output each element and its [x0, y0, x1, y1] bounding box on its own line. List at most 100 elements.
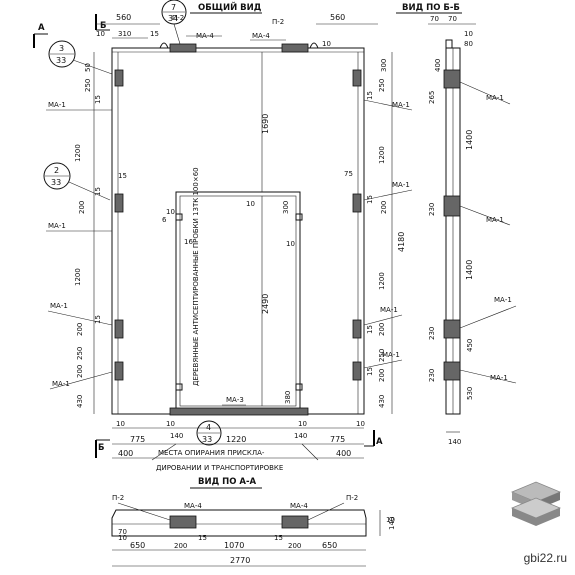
- svg-text:10: 10: [356, 420, 365, 428]
- svg-text:140: 140: [448, 438, 461, 446]
- svg-text:530: 530: [466, 387, 474, 400]
- wood-plugs: [175, 213, 303, 391]
- svg-text:А: А: [376, 437, 383, 447]
- svg-text:15: 15: [274, 534, 283, 542]
- svg-text:310: 310: [118, 30, 131, 38]
- svg-text:15: 15: [366, 325, 374, 334]
- svg-text:2: 2: [54, 166, 59, 175]
- callout-2-33: 2 33: [43, 162, 111, 201]
- svg-text:10: 10: [116, 420, 125, 428]
- support-note-2: ДИРОВАНИИ И ТРАНСПОРТИРОВКЕ: [156, 464, 283, 472]
- side-view: 70 70 10 80 400 265 1400 1400 230 450 53…: [428, 15, 517, 446]
- svg-text:2490: 2490: [261, 294, 270, 314]
- svg-text:70: 70: [448, 15, 457, 23]
- svg-text:250: 250: [84, 79, 92, 92]
- svg-text:75: 75: [344, 170, 353, 178]
- section-mark-b-bottom: Б: [95, 439, 110, 458]
- svg-text:МА-1: МА-1: [50, 302, 68, 310]
- svg-text:15: 15: [366, 367, 374, 376]
- top-embedded-items: П-2 П-2 МА-4 МА-4: [159, 14, 319, 53]
- svg-text:10: 10: [286, 240, 295, 248]
- svg-text:300: 300: [380, 59, 388, 72]
- svg-text:16: 16: [184, 238, 193, 246]
- watermark: gbi22.ru: [523, 551, 567, 565]
- svg-text:МА-1: МА-1: [486, 94, 504, 102]
- svg-text:15: 15: [150, 30, 159, 38]
- svg-text:15: 15: [118, 172, 127, 180]
- svg-text:15: 15: [366, 91, 374, 100]
- svg-text:650: 650: [130, 541, 145, 550]
- svg-text:1200: 1200: [74, 268, 82, 286]
- svg-text:400: 400: [118, 449, 133, 458]
- svg-text:430: 430: [76, 395, 84, 408]
- svg-text:34: 34: [168, 14, 178, 23]
- svg-text:80: 80: [464, 40, 473, 48]
- label-p2-left: П-2: [172, 14, 184, 22]
- svg-text:230: 230: [428, 203, 436, 216]
- svg-text:560: 560: [116, 13, 131, 22]
- svg-text:Б: Б: [98, 443, 104, 453]
- view-title-side: ВИД ПО Б-Б: [402, 3, 460, 13]
- svg-text:10: 10: [166, 208, 175, 216]
- view-title-bottom: ВИД ПО А-А: [198, 477, 257, 487]
- svg-text:10: 10: [322, 40, 331, 48]
- svg-text:560: 560: [330, 13, 345, 22]
- callout-4-33: 4 33: [196, 420, 222, 446]
- left-dimensions: 250 50 1200 200 1200 200 250 200 430 15 …: [74, 52, 127, 414]
- svg-text:Б: Б: [100, 21, 106, 31]
- door-opening: [169, 191, 309, 416]
- svg-text:6: 6: [162, 216, 167, 224]
- svg-text:10: 10: [118, 534, 127, 542]
- svg-text:МА-1: МА-1: [392, 101, 410, 109]
- svg-text:200: 200: [288, 542, 301, 550]
- svg-text:70: 70: [118, 528, 127, 536]
- label-ma4-right: МА-4: [252, 32, 270, 40]
- svg-text:250: 250: [378, 349, 386, 362]
- svg-text:15: 15: [94, 315, 102, 324]
- svg-text:МА-1: МА-1: [382, 351, 400, 359]
- svg-text:430: 430: [378, 395, 386, 408]
- svg-text:МА-1: МА-1: [48, 101, 66, 109]
- svg-text:140: 140: [294, 432, 307, 440]
- svg-text:33: 33: [56, 56, 66, 65]
- panel-outline: [111, 47, 365, 415]
- svg-text:775: 775: [130, 435, 145, 444]
- svg-text:П-2: П-2: [112, 494, 124, 502]
- svg-text:1690: 1690: [261, 114, 270, 134]
- svg-text:МА-1: МА-1: [392, 181, 410, 189]
- svg-text:3: 3: [59, 44, 64, 53]
- svg-text:15: 15: [198, 534, 207, 542]
- svg-text:200: 200: [378, 369, 386, 382]
- svg-text:33: 33: [51, 178, 61, 187]
- svg-text:140: 140: [388, 517, 396, 530]
- label-p2-right: П-2: [272, 18, 284, 26]
- svg-text:15: 15: [366, 195, 374, 204]
- label-ma3: МА-3: [226, 396, 244, 404]
- svg-text:А: А: [38, 23, 45, 33]
- svg-text:300: 300: [282, 201, 290, 214]
- section-mark-a-bottom: А: [364, 430, 383, 447]
- svg-text:10: 10: [298, 420, 307, 428]
- svg-text:265: 265: [428, 91, 436, 104]
- svg-text:4180: 4180: [397, 232, 406, 252]
- svg-text:2770: 2770: [230, 556, 250, 565]
- svg-text:МА-1: МА-1: [380, 306, 398, 314]
- svg-text:МА-1: МА-1: [52, 380, 70, 388]
- svg-text:200: 200: [380, 201, 388, 214]
- svg-text:МА-1: МА-1: [490, 374, 508, 382]
- svg-text:33: 33: [202, 435, 212, 444]
- svg-text:230: 230: [428, 327, 436, 340]
- svg-text:10: 10: [386, 516, 395, 524]
- callout-7-34: 7 34: [161, 0, 187, 45]
- section-mark-b-top: Б: [95, 14, 110, 31]
- support-note-1: МЕСТА ОПИРАНИЯ ПРИСКЛА-: [158, 449, 265, 457]
- svg-text:200: 200: [378, 323, 386, 336]
- svg-text:1070: 1070: [224, 541, 244, 550]
- svg-text:140: 140: [170, 432, 183, 440]
- svg-text:МА-1: МА-1: [486, 216, 504, 224]
- svg-text:775: 775: [330, 435, 345, 444]
- svg-text:10: 10: [464, 30, 473, 38]
- svg-text:400: 400: [336, 449, 351, 458]
- right-dimensions: 300 250 1200 200 4180 1200 200 250 200 4…: [344, 52, 406, 414]
